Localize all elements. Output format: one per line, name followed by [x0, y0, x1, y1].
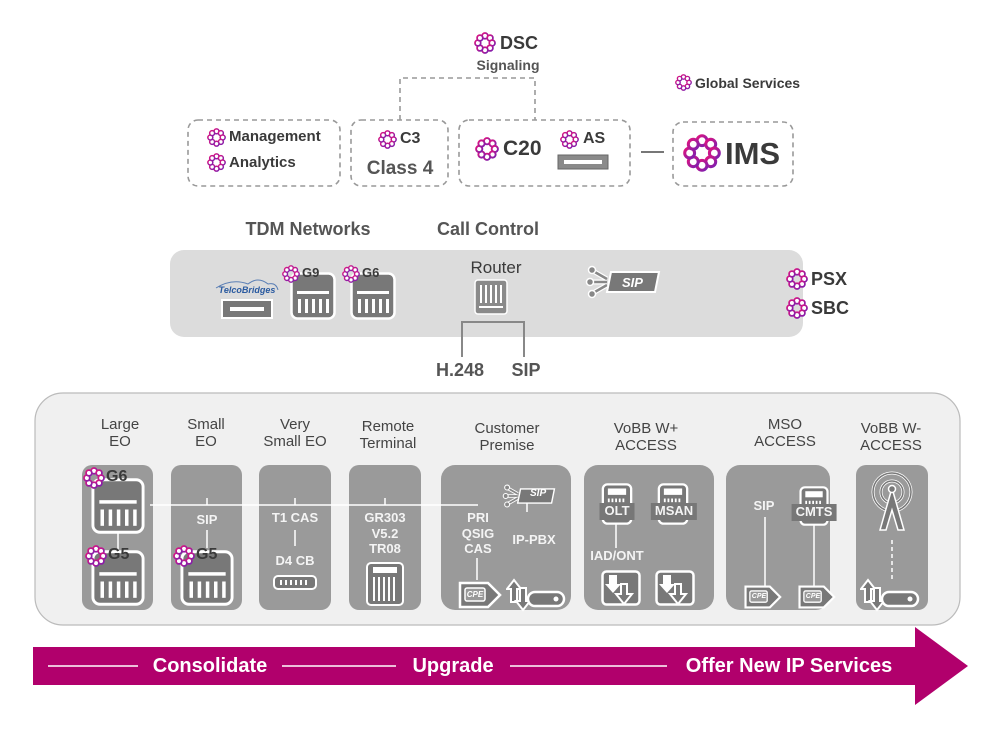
class4-box [350, 119, 449, 187]
olt-label: OLT [599, 503, 635, 520]
h248-label: H.248 [435, 360, 485, 380]
dsc-logo-icon [474, 32, 496, 54]
management-box [187, 119, 341, 187]
column-label-vobb-wminus: VoBB W- ACCESS [860, 420, 922, 455]
ims-label: IMS [725, 136, 781, 171]
stage-upgrade: Upgrade [412, 655, 494, 677]
psx-label: PSX [811, 269, 848, 289]
mso-sip-label: SIP [753, 498, 775, 513]
mso-cpe-label-1: CPE [751, 593, 767, 600]
ip-pbx-sip-icon [502, 484, 556, 508]
call-control-heading: Call Control [437, 219, 539, 239]
analytics-logo-icon [207, 153, 226, 172]
g6-label: G6 [362, 265, 380, 280]
small-eo-sip-label: SIP [196, 512, 218, 527]
sip-badge-label: SIP [622, 275, 643, 290]
ims-box [672, 121, 794, 187]
c3-label: C3 [400, 130, 421, 147]
iad-ont-label: IAD/ONT [590, 548, 644, 563]
class4-label: Class 4 [366, 158, 434, 179]
global-services-label: Global Services [695, 75, 801, 91]
column-label-remote-terminal: Remote Terminal [359, 418, 417, 453]
d4-cb-label: D4 CB [275, 553, 315, 568]
ims-logo-icon [683, 134, 721, 172]
column-label-vobb-wplus: VoBB W+ ACCESS [613, 420, 679, 455]
c20-box [458, 119, 631, 187]
column-label-small-eo: Small EO [187, 416, 225, 451]
customer-premise-cpe-label: CPE [466, 590, 484, 599]
t1-cas-label: T1 CAS [271, 510, 319, 525]
router-label: Router [470, 258, 522, 277]
customer-premise-protocols: PRI QSIG CAS [461, 510, 495, 557]
c20-logo-icon [475, 137, 499, 161]
wireless-tower-icon [871, 471, 913, 531]
msan-label: MSAN [650, 503, 698, 520]
dsc-label: DSC [500, 33, 539, 53]
ip-pbx-sip-badge: SIP [530, 488, 547, 499]
as-logo-icon [560, 130, 579, 149]
svg-text:TelcoBridges: TelcoBridges [219, 285, 276, 295]
c3-logo-icon [378, 130, 397, 149]
column-label-mso: MSO ACCESS [754, 416, 816, 451]
evolution-arrow [33, 627, 968, 705]
remote-terminal-protocols: GR303 V5.2 TR08 [364, 510, 406, 557]
router-icon [474, 279, 508, 315]
large-eo-g6-label: G6 [106, 468, 128, 485]
as-label: AS [583, 130, 606, 147]
signaling-bracket [399, 77, 536, 120]
cmts-label: CMTS [791, 504, 837, 521]
large-eo-g5-label: G5 [108, 546, 130, 563]
telcobridges-logo: TelcoBridges [215, 279, 279, 295]
small-eo-g5-label: G5 [196, 546, 218, 563]
column-label-very-small-eo: Very Small EO [263, 416, 327, 451]
stage-offer-new-ip-services: Offer New IP Services [685, 655, 893, 677]
sip-label: SIP [511, 360, 541, 380]
signaling-label: Signaling [476, 57, 540, 73]
d4cb-channel-bank-icon [273, 575, 317, 590]
management-label: Management [229, 128, 321, 145]
g9-label: G9 [302, 265, 320, 280]
c20-label: C20 [503, 137, 542, 160]
mso-cpe-label-2: CPE [805, 593, 821, 600]
management-logo-icon [207, 128, 226, 147]
analytics-label: Analytics [229, 154, 296, 171]
remote-terminal-device-icon [366, 562, 404, 606]
tdm-networks-heading: TDM Networks [245, 219, 371, 239]
router-links [461, 321, 525, 357]
iad-ont-icon-2 [655, 570, 695, 606]
ip-pbx-label: IP-PBX [512, 532, 556, 547]
global-services-logo-icon [675, 74, 692, 91]
sbc-label: SBC [811, 298, 850, 318]
stage-consolidate: Consolidate [152, 655, 268, 677]
column-label-large-eo: Large EO [100, 416, 140, 451]
column-label-customer-premise: Customer Premise [474, 420, 540, 455]
iad-ont-icon-1 [601, 570, 641, 606]
large-eo-g6-device-icon [91, 478, 145, 534]
